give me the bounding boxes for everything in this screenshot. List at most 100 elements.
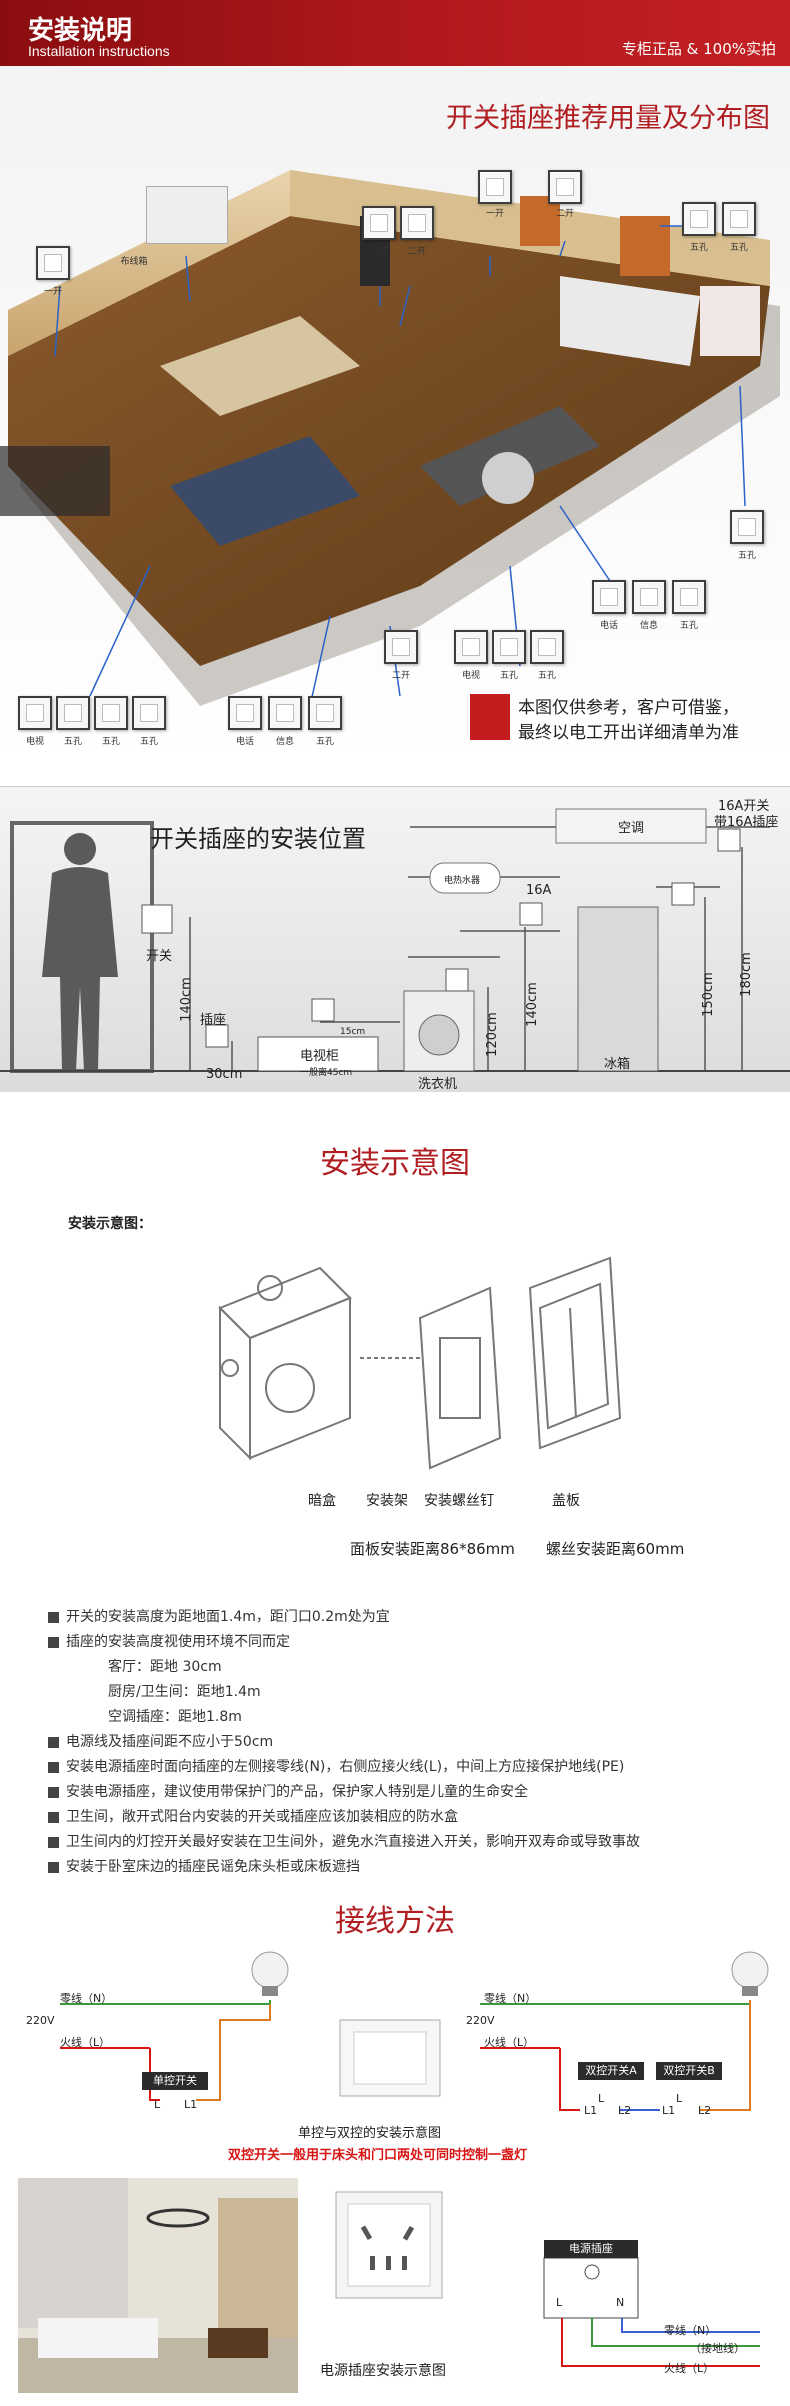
disclaimer-note: 本图仅供参考，客户可借鉴， 最终以电工开出详细清单为准 [518, 696, 739, 746]
socket-info-icon [268, 696, 302, 730]
voltage-label: 220V [26, 2014, 55, 2027]
socket-label: 五孔 [63, 737, 82, 747]
tv-cabinet-label: 电视柜 [300, 1049, 340, 1064]
distribution-section: 开关插座推荐用量及分布图 [0, 66, 790, 766]
terminal-L: L [556, 2296, 563, 2309]
socket-label: 五孔 [101, 737, 120, 747]
switch-two-gang-icon [400, 206, 434, 240]
note-item: 卫生间内的灯控开关最好安装在卫生间外，避免水汽直接进入开关，影响开双寿命或导致事… [46, 1831, 766, 1856]
double-switch-b-box: 双控开关B [656, 2062, 722, 2080]
neutral-line-label: 零线（N） [664, 2324, 717, 2337]
double-switch-a-box: 双控开关A [578, 2062, 644, 2080]
switch-label: 一开 [485, 209, 504, 219]
brand-logo [470, 694, 510, 740]
double-switch-b-label: 双控开关B [663, 2064, 715, 2077]
room-photo [18, 2178, 298, 2393]
distbox-label: 布线箱 [120, 257, 148, 267]
socket-five-hole-icon [530, 630, 564, 664]
socket-label: 信息 [639, 621, 658, 631]
height-140-label: 140cm [178, 977, 194, 1022]
terminal-N: N [616, 2296, 625, 2309]
switch-one-gang-icon [362, 206, 396, 240]
terminal-L: L [154, 2098, 161, 2111]
socket-phone-icon [228, 696, 262, 730]
water-heater-label: 电热水器 [444, 876, 481, 886]
fridge-label: 冰箱 [604, 1057, 631, 1072]
ground-line-label: （接地线） [690, 2342, 745, 2355]
terminal-L: L [598, 2092, 605, 2105]
ac-socket-label: 带16A插座 [714, 815, 779, 830]
install-subtitle: 安装示意图： [68, 1216, 152, 1232]
socket-five-hole-icon [722, 202, 756, 236]
note-item: 安装于卧室床边的插座民谣免床头柜或床板遮挡 [46, 1856, 766, 1881]
socket-install-caption: 电源插座安装示意图 [320, 2363, 446, 2379]
wiring-diagram [60, 1951, 769, 2111]
note-item: 厨房/卫生间：距地1.4m [108, 1684, 261, 1700]
socket-tv-icon [18, 696, 52, 730]
note-item: 开关的安装高度为距地面1.4m，距门口0.2m处为宜 [46, 1606, 766, 1631]
socket-five-hole-icon [132, 696, 166, 730]
wiring-caption-red: 双控开关一般用于床头和门口两处可同时控制一盏灯 [228, 2148, 528, 2163]
terminal-L: L [676, 2092, 683, 2105]
install-notes-list: 开关的安装高度为距地面1.4m，距门口0.2m处为宜 插座的安装高度视使用环境不… [46, 1606, 766, 1881]
distribution-title: 开关插座推荐用量及分布图 [446, 103, 770, 134]
panel-distance-label: 面板安装距离86*86mm [350, 1540, 515, 1558]
socket-label: 五孔 [139, 737, 158, 747]
distance-15-label: 15cm [340, 1027, 366, 1037]
socket-label: 五孔 [315, 737, 334, 747]
terminal-L2: L2 [698, 2104, 712, 2117]
disclaimer-line: 最终以电工开出详细清单为准 [518, 723, 739, 743]
wiring-title: 接线方法 [335, 1904, 455, 1939]
socket-label: 五孔 [689, 243, 708, 253]
header-subtitle: Installation instructions [28, 43, 170, 59]
height-30-label: 30cm [206, 1067, 243, 1082]
socket-label: 信息 [275, 737, 294, 747]
voltage-label: 220V [466, 2014, 495, 2027]
socket-label: 五孔 [499, 671, 518, 681]
switch-label: 二开 [407, 247, 426, 257]
socket-five-hole-icon [682, 202, 716, 236]
install-exploded-diagram [218, 1256, 622, 1470]
washer-label: 洗衣机 [418, 1077, 458, 1092]
power-socket-label: 电源插座 [569, 2242, 613, 2255]
disclaimer-line: 本图仅供参考，客户可借鉴， [518, 698, 739, 718]
switch-label: 一开 [369, 247, 388, 257]
positions-section: 开关插座的安装位置 开关 插座 140cm 30cm 电视柜 一般离45cm 1… [0, 786, 790, 1092]
positions-title: 开关插座的安装位置 [150, 825, 366, 853]
height-140b-label: 140cm [524, 982, 540, 1027]
live-line-label: 火线（L） [664, 2362, 715, 2375]
note-item: 电源线及插座间距不应小于50cm [46, 1731, 766, 1756]
socket-wiring-diagram [543, 2257, 760, 2367]
switch-one-gang-icon [36, 246, 70, 280]
single-switch-box: 单控开关 [142, 2072, 208, 2090]
socket-five-hole-icon [56, 696, 90, 730]
height-150-label: 150cm [700, 972, 716, 1017]
socket-five-hole-icon [492, 630, 526, 664]
ac-switch-label: 16A开关 [718, 799, 770, 814]
socket-phone-icon [592, 580, 626, 614]
wiring-caption: 单控与双控的安装示意图 [298, 2126, 442, 2141]
single-switch-label: 单控开关 [153, 2074, 197, 2087]
socket-label: 电话 [599, 621, 618, 631]
note-item: 卫生间，敞开式阳台内安装的开关或插座应该加装相应的防水盒 [46, 1806, 766, 1831]
positions-diagram [0, 808, 790, 1073]
switch-one-gang-icon [478, 170, 512, 204]
switch-label: 一开 [43, 287, 62, 297]
header-slogan: 专柜正品 & 100%实拍 [621, 40, 776, 58]
cover-label: 盖板 [552, 1493, 580, 1509]
distribution-box [146, 186, 228, 244]
live-line-label: 火线（L） [484, 2036, 535, 2049]
note-item: 安装电源插座，建议使用带保护门的产品，保护家人特别是儿童的生命安全 [46, 1781, 766, 1806]
live-line-label: 火线（L） [60, 2036, 111, 2049]
box-label: 暗盒 [308, 1493, 336, 1509]
socket-label: 电视 [461, 671, 480, 681]
socket-label: 五孔 [679, 621, 698, 631]
note-item: 插座的安装高度视使用环境不同而定 [46, 1631, 766, 1656]
socket-label: 电话 [235, 737, 254, 747]
switch-label: 二开 [391, 671, 410, 681]
socket-label: 五孔 [737, 551, 756, 561]
socket-panel-icon [335, 2191, 443, 2299]
switch-label: 二开 [555, 209, 574, 219]
ampere-16-label: 16A [526, 883, 552, 898]
switch-label: 开关 [146, 949, 173, 964]
